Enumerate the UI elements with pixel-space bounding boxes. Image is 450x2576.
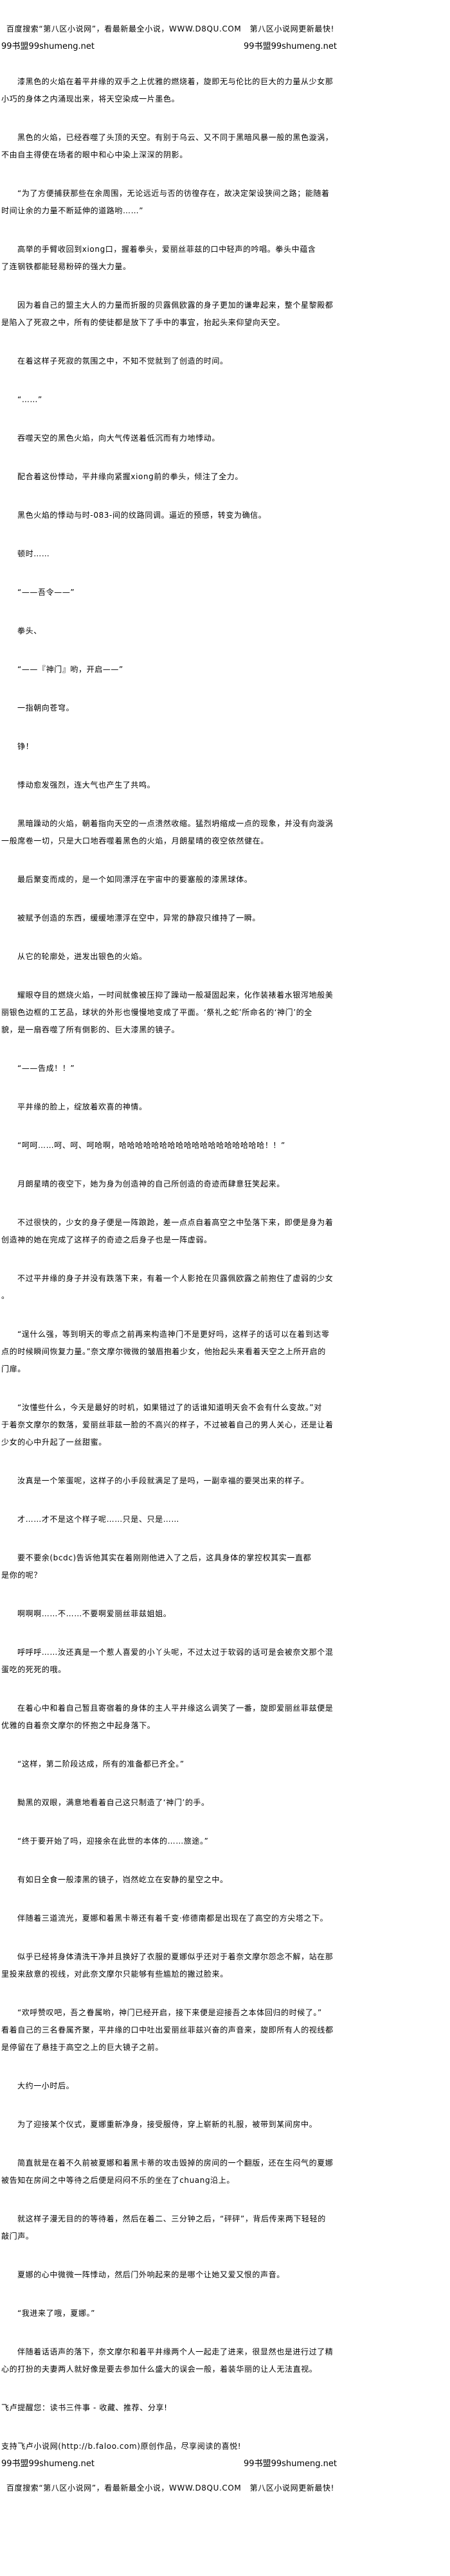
story-paragraph: 高举的手臂收回到xiong口，握着拳头，爱丽丝菲兹的口中轻声的吟唱。拳头中蕴含 … <box>1 245 316 271</box>
story-paragraph: 月朗星晴的夜空下，她为身为创造神的自己所创造的奇迹而肆意狂笑起来。 <box>17 1179 285 1188</box>
shumeng-watermark-row: 99书盟99shumeng.net 99书盟99shumeng.net <box>1 38 337 55</box>
story-paragraph: 汝真是一个笨蛋呢，这样子的小手段就满足了是吗，一副幸福的要哭出来的样子。 <box>17 1476 309 1485</box>
story-paragraph: 最后聚变而成的，是一个如同漂浮在宇宙中的要塞般的漆黑球体。 <box>17 875 253 884</box>
story-paragraph: 不过很快的，少女的身子便是一阵踉跄，差一点点自着高空之中坠落下来，即便是身为着 … <box>1 1218 334 1244</box>
story-paragraph: 有如日全食一般漆黑的镜子，岿然屹立在安静的星空之中。 <box>17 1875 228 1884</box>
shumeng-watermark-row-footer: 99书盟99shumeng.net 99书盟99shumeng.net <box>1 2455 337 2473</box>
story-paragraph: “这样，第二阶段达成，所有的准备都已齐全。” <box>17 1760 184 1769</box>
page-header: 百度搜索“第八区小说网”，看最新最全小说，WWW.D8QU.COM 第八区小说网… <box>1 0 337 55</box>
story-paragraph: “汝懂些什么，今天是最好的时机，如果错过了的话谁知道明天会不会有什么变故。”对 … <box>1 1403 334 1447</box>
story-paragraph: 简直就是在着不久前被夏娜和着黑卡蒂的攻击毁掉的房间的一个翻版，还在生闷气的夏娜 … <box>1 2158 334 2185</box>
story-paragraph: 配合着这份悸动，平井缘向紧握xiong前的拳头，倾注了全力。 <box>17 472 244 481</box>
story-paragraph: “呵呵……呵、呵、呵哈啊，哈哈哈哈哈哈哈哈哈哈哈哈哈哈哈哈哈哈！！” <box>17 1141 285 1150</box>
story-paragraph: 吞噬天空的黑色火焰，向大气传送着低沉而有力地悸动。 <box>17 434 221 443</box>
story-paragraph: 拳头、 <box>17 626 42 635</box>
story-paragraph: 耀眼夺目的燃烧火焰，一时间就像被压抑了躁动一般凝固起来，化作装裱着水银泻地般美 … <box>1 991 334 1034</box>
story-paragraph: 黑暗躁动的火焰，朝着指向天空的一点溃然收缩。猛烈坍缩成一点的现象，并没有向漩涡 … <box>1 819 334 845</box>
page-footer: 飞卢提醒您：读书三件事 - 收藏、推荐、分享! 支持飞卢小说网(http://b… <box>1 2399 337 2497</box>
story-paragraph: 黝黑的双眼，满意地看着自己这只制造了‘神门’的手。 <box>17 1798 210 1807</box>
story-paragraph: 铮！ <box>17 742 34 751</box>
story-paragraph: 平井缘的脸上，绽放着欢喜的神情。 <box>17 1102 147 1111</box>
story-paragraph: “我进来了哦，夏娜。” <box>17 2309 96 2318</box>
story-paragraph: 大约一小时后。 <box>17 2081 75 2090</box>
shumeng-link-left[interactable]: 99书盟99shumeng.net <box>1 2459 94 2469</box>
story-paragraph: 黑色火焰的悸动与时-083-间的纹路同调。逼近的预感，转变为确信。 <box>17 511 267 520</box>
story-paragraph: 在着心中和着自己暂且寄宿着的身体的主人平井缘这么调笑了一番，旋即爱丽丝菲兹便是 … <box>1 1704 334 1730</box>
story-paragraph: 伴随着话语声的落下，奈文摩尔和着平井缘两个人一起走了进来，很显然也是进行过了精 … <box>1 2347 334 2374</box>
story-paragraph: 从它的轮廓处，迸发出银色的火焰。 <box>17 952 147 961</box>
story-paragraph: 才……才不是这个样子呢……只是、只是…… <box>17 1515 180 1524</box>
story-paragraph: 伴随着三道流光，夏娜和着黑卡蒂还有着千变·修德南都是出现在了高空的方尖塔之下。 <box>17 1914 328 1923</box>
story-paragraph: 为了迎接某个仪式，夏娜重新净身，接受服侍，穿上崭新的礼服，被带到某间房中。 <box>17 2120 318 2129</box>
shumeng-link-right[interactable]: 99书盟99shumeng.net <box>244 2459 337 2469</box>
story-paragraph: “逞什么强，等到明天的零点之前再来构造神门不是更好吗，这样子的话可以在着到达零 … <box>1 1330 330 1373</box>
story-paragraph: 似乎已经将身体清洗干净并且换好了衣服的夏娜似乎还对于着奈文摩尔怨念不解，站在那 … <box>1 1952 334 1979</box>
faloo-reminder: 飞卢提醒您：读书三件事 - 收藏、推荐、分享! <box>1 2403 168 2412</box>
story-paragraph: 就这样子漫无目的的等待着，然后在着二、三分钟之后，“砰砰”，背后传来两下轻轻的 … <box>1 2214 326 2241</box>
story-paragraph: 漆黑色的火焰在着平井缘的双手之上优雅的燃烧着，旋即无与伦比的巨大的力量从少女那 … <box>1 77 334 103</box>
baidu-search-ad-footer: 百度搜索“第八区小说网”，看最新最全小说，WWW.D8QU.COM 第八区小说网… <box>6 2483 335 2492</box>
story-paragraph: “——吾令——” <box>17 588 75 597</box>
shumeng-link-right[interactable]: 99书盟99shumeng.net <box>244 42 337 51</box>
story-paragraph: 一指朝向苍穹。 <box>17 703 75 712</box>
story-paragraph: 黑色的火焰，已经吞噬了头顶的天空。有别于乌云、又不同于黑暗风暴一般的黑色漩涡， … <box>1 133 334 159</box>
story-paragraph: 被赋予创造的东西，缓缓地漂浮在空中，异常的静寂只维持了一瞬。 <box>17 913 261 922</box>
chapter-body: 漆黑色的火焰在着平井缘的双手之上优雅的燃烧着，旋即无与伦比的巨大的力量从少女那 … <box>1 73 337 2378</box>
shumeng-link-left[interactable]: 99书盟99shumeng.net <box>1 42 94 51</box>
story-paragraph: “终于要开始了吗，迎接余在此世的本体的……旅途。” <box>17 1837 209 1846</box>
chapter-page: 百度搜索“第八区小说网”，看最新最全小说，WWW.D8QU.COM 第八区小说网… <box>1 0 337 2497</box>
story-paragraph: 要不要余(bcdc)告诉他其实在着刚刚他进入了之后，这具身体的掌控权其实一直都 … <box>1 1553 312 1580</box>
story-paragraph: 顿时…… <box>17 549 50 558</box>
faloo-support-note: 支持飞卢小说网(http://b.faloo.com)原创作品，尽享阅读的喜悦! <box>1 2442 242 2451</box>
story-paragraph: 因为着自己的盟主大人的力量而折服的贝露佩欧露的身子更加的谦卑起来，整个星黎殿都 … <box>1 301 334 327</box>
story-paragraph: “——『神门』哟，开启——” <box>17 665 123 674</box>
story-paragraph: 在着这样子死寂的氛围之中，不知不觉就到了创造的时间。 <box>17 357 228 366</box>
story-paragraph: “……” <box>17 395 42 404</box>
baidu-search-ad: 百度搜索“第八区小说网”，看最新最全小说，WWW.D8QU.COM 第八区小说网… <box>6 24 335 33</box>
story-paragraph: “为了方便捕获那些在余周围，无论远近与否的彷徨存在，故决定架设狭间之路；能随着 … <box>1 189 330 215</box>
story-paragraph: 悸动愈发强烈，连大气也产生了共鸣。 <box>17 781 156 790</box>
story-paragraph: “欢呼赞叹吧，吾之眷属哟，神门已经开启，接下来便是迎接吾之本体回归的时候了。” … <box>1 2008 334 2052</box>
story-paragraph: 不过平井缘的身子并没有跌落下来，有着一个人影抢在贝露佩欧露之前抱住了虚弱的少女 … <box>1 1274 334 1300</box>
story-paragraph: 呼呼呼……汝还真是一个惹人喜爱的小丫头呢，不过太过于软弱的话可是会被奈文那个混 … <box>1 1648 334 1674</box>
story-paragraph: 夏娜的心中微微一阵悸动，然后门外响起来的是哪个让她又爱又恨的声音。 <box>17 2270 285 2279</box>
story-paragraph: 啊啊啊……不……不要啊爱丽丝菲兹姐姐。 <box>17 1609 172 1618</box>
story-paragraph: “——告成！！” <box>17 1064 75 1073</box>
